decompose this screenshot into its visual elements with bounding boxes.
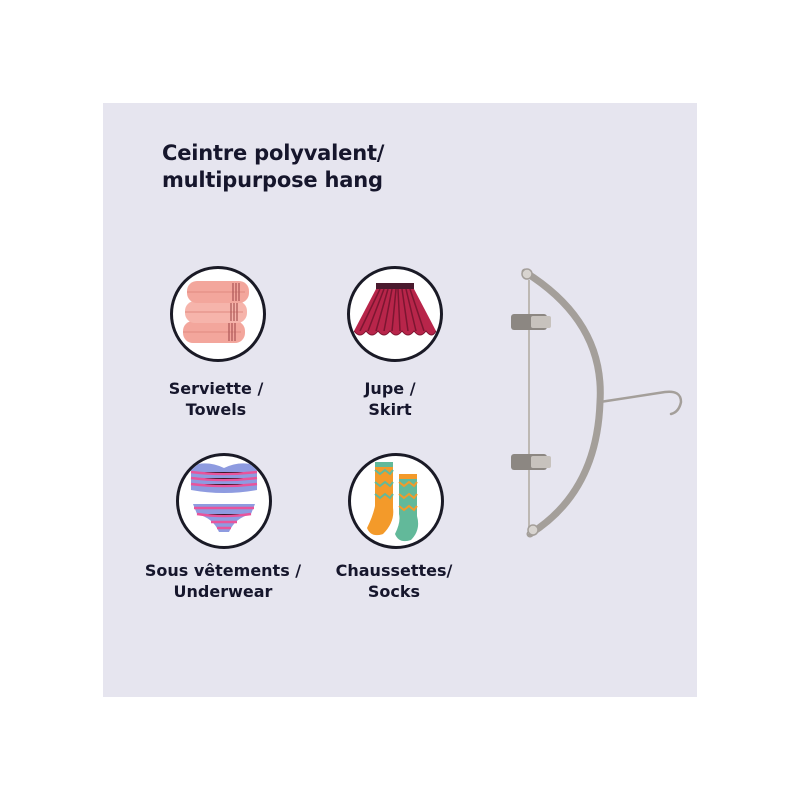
title-line-1: Ceintre polyvalent/ xyxy=(162,141,385,165)
hanger-hook xyxy=(598,390,683,416)
towels-label: Serviette / Towels xyxy=(168,379,264,419)
socks-label: Chaussettes/ Socks xyxy=(335,561,453,601)
hanger-illustration xyxy=(511,268,683,538)
underwear-label: Sous vêtements / Underwear xyxy=(144,561,302,601)
hanger-arc xyxy=(521,268,604,538)
title-line-2: multipurpose hang xyxy=(162,168,383,192)
socks-icon xyxy=(348,453,444,549)
clip-icon-top xyxy=(511,314,551,330)
skirt-label: Jupe / Skirt xyxy=(364,379,416,419)
page-title: Ceintre polyvalent/ multipurpose hang xyxy=(162,140,384,194)
towels-icon xyxy=(170,266,266,362)
skirt-icon xyxy=(347,266,443,362)
clip-icon-bottom xyxy=(511,454,551,470)
underwear-icon xyxy=(176,453,272,549)
